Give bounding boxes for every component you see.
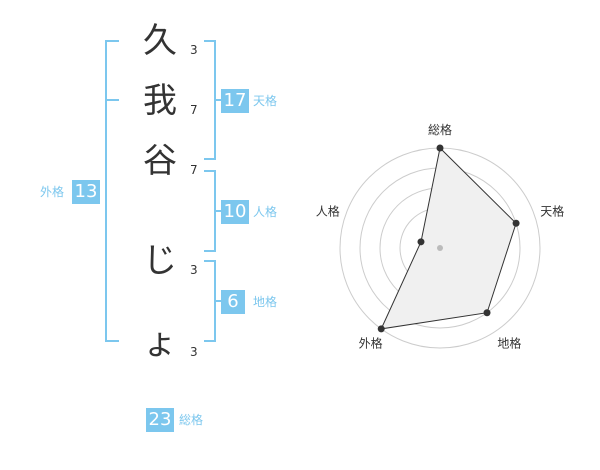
radar-axis-label-3: 地格	[497, 335, 521, 350]
stroke-count-1: 3	[190, 43, 198, 57]
radar-point-5	[417, 238, 425, 246]
chikaku-bracket-tick	[214, 300, 222, 302]
stroke-count-2: 7	[190, 103, 198, 117]
radar-axis-label-4: 外格	[359, 335, 383, 350]
gaikaku-score-badge: 13	[72, 180, 100, 204]
stroke-count-5: 3	[190, 345, 198, 359]
name-char-5: ょ	[143, 323, 177, 363]
gaikaku-label: 外格	[40, 185, 65, 199]
radar-point-1	[436, 144, 444, 152]
soukaku-score-badge: 23	[146, 408, 174, 432]
tenkaku-bracket-tick	[214, 99, 222, 101]
jinkaku-bracket-tick	[214, 210, 222, 212]
jinkaku-score-badge: 10	[221, 200, 249, 224]
gaikaku-bracket-divider	[105, 99, 119, 101]
name-char-1: 久	[143, 21, 177, 61]
radar-series-polygon	[380, 146, 517, 330]
tenkaku-label: 天格	[253, 94, 278, 108]
stroke-count-3: 7	[190, 163, 198, 177]
radar-axis-label-2: 天格	[540, 204, 564, 219]
chikaku-label: 地格	[253, 295, 278, 309]
name-char-3: 谷	[143, 141, 177, 181]
radar-axis-label-5: 人格	[316, 204, 340, 219]
name-char-2: 我	[143, 81, 177, 121]
radar-point-3	[483, 309, 491, 317]
name-char-4: じ	[143, 241, 177, 281]
soukaku-label: 総格	[179, 413, 204, 427]
radar-axis-label-1: 総格	[428, 122, 452, 137]
stroke-count-4: 3	[190, 263, 198, 277]
jinkaku-label: 人格	[253, 205, 278, 219]
tenkaku-score-badge: 17	[221, 89, 249, 113]
radar-point-2	[512, 219, 520, 227]
chikaku-score-badge: 6	[221, 290, 245, 314]
radar-center-dot	[437, 245, 443, 251]
radar-point-4	[377, 325, 385, 333]
gaikaku-bracket	[105, 40, 119, 342]
